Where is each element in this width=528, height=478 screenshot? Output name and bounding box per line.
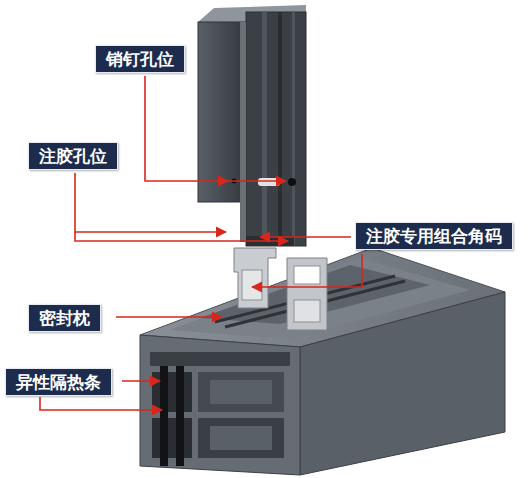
top-profile bbox=[198, 5, 306, 246]
label-text: 注胶孔位 bbox=[39, 146, 107, 166]
label-text: 注胶专用组合角码 bbox=[366, 226, 502, 246]
label-box: 密封枕 bbox=[28, 304, 101, 332]
label-text: 异性隔热条 bbox=[16, 372, 101, 392]
label-box: 异性隔热条 bbox=[5, 368, 112, 396]
label-box: 销钉孔位 bbox=[95, 45, 185, 73]
label-box: 注胶孔位 bbox=[28, 142, 118, 170]
bottom-profile bbox=[140, 248, 505, 475]
label-text: 密封枕 bbox=[39, 308, 90, 328]
corner-key bbox=[234, 248, 327, 330]
leader-line bbox=[40, 76, 362, 410]
label-text: 销钉孔位 bbox=[106, 49, 174, 69]
label-box: 注胶专用组合角码 bbox=[355, 222, 513, 250]
